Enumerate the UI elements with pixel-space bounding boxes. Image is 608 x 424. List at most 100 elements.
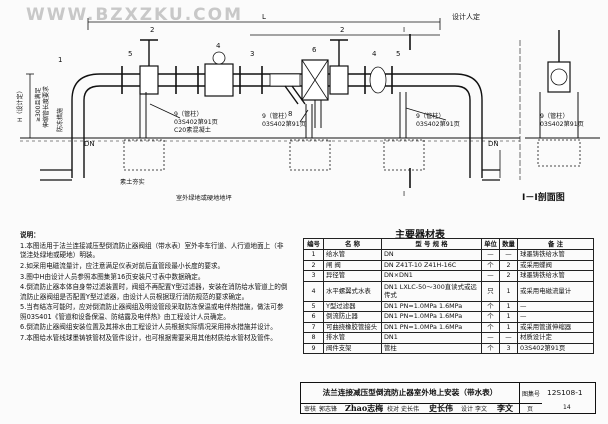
designer-name: 李文: [475, 406, 488, 413]
table-cell: 或采用管道伸缩器: [517, 321, 594, 333]
col-header: 名 称: [323, 238, 382, 250]
table-cell: —: [499, 332, 518, 344]
section-mark: I: [403, 26, 405, 34]
check-label: 校对: [387, 406, 400, 413]
part-numbers: 1 5 2 4 3 2 6 4 5 8: [58, 26, 400, 118]
col-header: 备 注: [517, 238, 594, 250]
table-cell: 管柱: [381, 342, 482, 354]
support-ref: 03S402第91页: [174, 118, 218, 126]
length-label: ≥300且满足: [34, 88, 42, 122]
table-cell: —: [499, 249, 518, 261]
section-title: I－I剖面图: [522, 191, 565, 203]
designer-signature: 李文: [497, 403, 513, 413]
table-cell: DN: [381, 249, 482, 261]
notes-section: 说明： 1.本图适用于法兰连接减压型倒流防止器阀组（带水表）室外非车行道、人行道…: [20, 231, 288, 345]
table-cell: 3: [303, 270, 324, 282]
table-cell: DN1 PN=1.0MPa 1.6MPa: [381, 311, 482, 323]
soil-label: 素土夯实: [120, 178, 145, 186]
reviewer-signature: Zhao志梅: [345, 403, 384, 413]
table-cell: —: [517, 300, 594, 312]
table-cell: 5: [303, 300, 324, 312]
part-number: 5: [128, 50, 132, 58]
table-cell: 3: [499, 342, 518, 354]
table-cell: 或采用电磁流量计: [517, 280, 594, 302]
part-number: 2: [340, 26, 344, 34]
atlas-number: 12S108-1: [547, 388, 583, 397]
note-item: 2.如采用电磁流量计，应注意满足仪表对前后直管段最小长度的要求。: [20, 261, 225, 270]
table-cell: DN1 LXLC-50～300直读式或远传式: [381, 280, 482, 302]
col-header: 编号: [303, 238, 324, 250]
part-number: 5: [396, 50, 400, 58]
table-cell: 1: [499, 321, 518, 333]
table-cell: —: [481, 332, 500, 344]
table-cell: 球墨铸铁给水管: [517, 249, 594, 261]
table-cell: 或采用蝶阀: [517, 259, 594, 271]
design-label: 设计: [461, 406, 474, 413]
table-cell: 只: [481, 280, 500, 302]
table-cell: 个: [481, 300, 500, 312]
table-cell: 4: [303, 280, 324, 302]
frost-label: 伸缩管长度要求: [42, 86, 50, 128]
support-label: 9（管柱）: [174, 110, 203, 118]
section-mark: I: [403, 190, 405, 198]
drawing-title: 法兰连接减压型倒流防止器室外地上安装（带水表）: [301, 383, 520, 404]
table-cell: 个: [481, 342, 500, 354]
note-item: 3.图中H由设计人员参照本图集第16页安装尺寸表中数据确定。: [20, 272, 205, 281]
table-cell: DN1: [381, 332, 482, 344]
part-number: 6: [312, 46, 317, 54]
table-cell: 03S402第91页: [517, 342, 594, 354]
table-cell: 个: [481, 259, 500, 271]
h-label: H（设计定）: [16, 87, 24, 122]
elevation-drawing: 1 5 2 4 3 2 6 4 5 8 L 设计人定 I I DN DN 9（管…: [16, 12, 600, 203]
dn-label: DN: [84, 140, 95, 148]
table-cell: DN Z41T-10 Z41H-16C: [381, 259, 482, 271]
support-ref: 03S402第91页: [540, 120, 584, 128]
col-header: 数量: [499, 238, 518, 250]
col-header: 型 号 规 格: [381, 238, 482, 250]
dn-label: DN: [488, 140, 499, 148]
table-cell: 1: [499, 311, 518, 323]
table-cell: 9: [303, 342, 324, 354]
table-cell: 阀件支架: [323, 342, 382, 354]
support-ref: 03S402第91页: [416, 120, 460, 128]
table-cell: DN1 PN=1.0MPa 1.6MPa: [381, 321, 482, 333]
table-cell: DN×DN1: [381, 270, 482, 282]
table-cell: —: [517, 311, 594, 323]
col-header: 单位: [481, 238, 500, 250]
table-header-row: 编号 名 称 型 号 规 格 单位 数量 备 注: [303, 238, 594, 250]
antifreeze-label: 防冻措施: [56, 108, 64, 132]
title-block: 法兰连接减压型倒流防止器室外地上安装（带水表） 图集号 12S108-1 页 1…: [300, 382, 596, 414]
reviewer-name: 郭志锋: [319, 406, 338, 413]
part-number: 3: [250, 50, 254, 58]
table-cell: 材质设计定: [517, 332, 594, 344]
table-cell: 给水管: [323, 249, 382, 261]
table-cell: DN1 PN=1.0MPa 1.6MPa: [381, 300, 482, 312]
table-cell: 1: [499, 280, 518, 302]
table-cell: 球墨铸铁给水管: [517, 270, 594, 282]
checker-signature: 史长伟: [429, 403, 453, 413]
table-cell: 2: [303, 259, 324, 271]
part-number: 1: [58, 56, 62, 64]
part-number: 4: [372, 50, 377, 58]
dim-L: L: [262, 13, 266, 21]
table-cell: —: [481, 270, 500, 282]
table-cell: 水平螺翼式水表: [323, 280, 382, 302]
part-number: 8: [288, 110, 292, 118]
table-cell: 可曲挠橡胶管接头: [323, 321, 382, 333]
note-item: 6.倒流防止器阀组安装位置及其排水由工程设计人员根据实际情况采用排水措施并设计。: [20, 323, 277, 332]
table-cell: 个: [481, 321, 500, 333]
design-text: 设计人定: [452, 12, 480, 21]
table-cell: 1: [303, 249, 324, 261]
support-label: 9（管柱）: [262, 112, 291, 120]
